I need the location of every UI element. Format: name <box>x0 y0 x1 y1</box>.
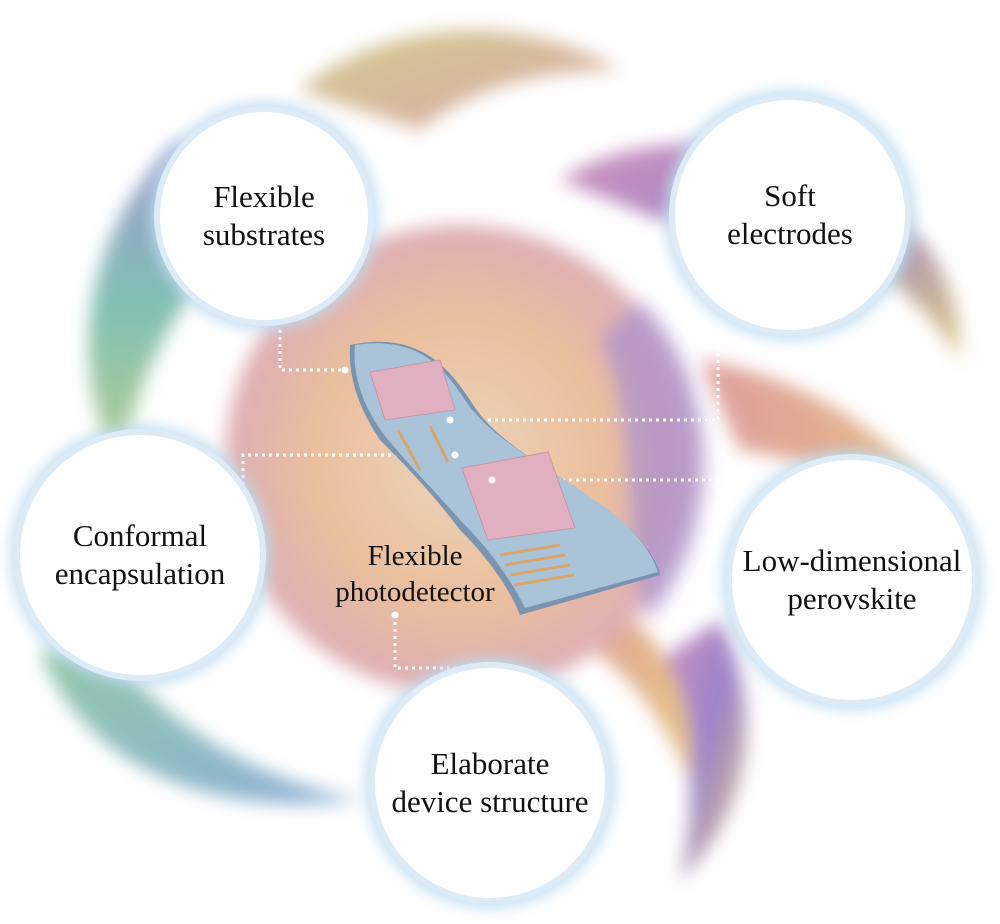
center-label-flexible-photodetector: Flexible photodetector <box>335 540 495 608</box>
photodetector-device-illustration <box>349 341 660 615</box>
connector-lines <box>241 318 742 670</box>
